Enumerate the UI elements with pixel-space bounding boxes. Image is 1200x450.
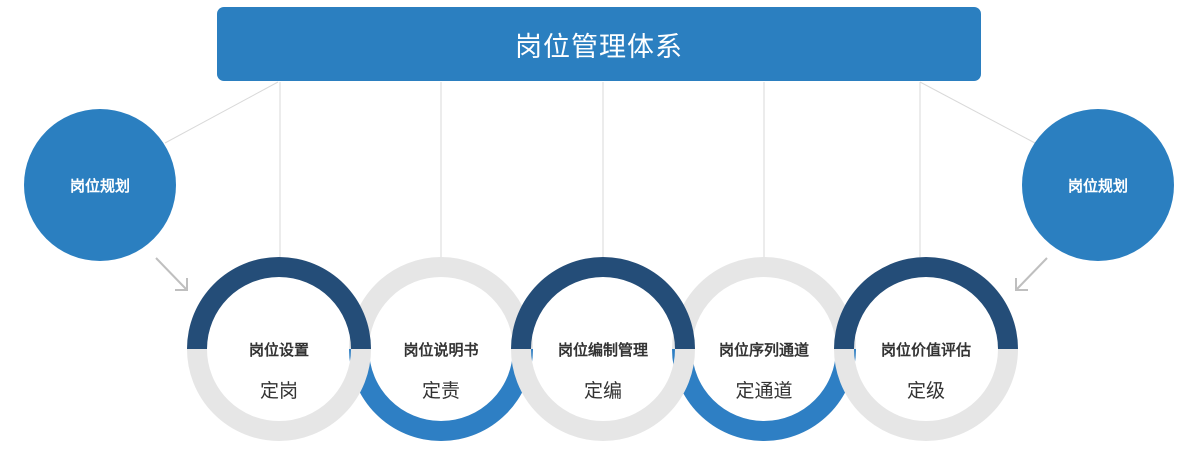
stage-3-subtitle: 定编 xyxy=(583,380,622,402)
stage-2-subtitle: 定责 xyxy=(421,380,460,402)
side-circle-right-label: 岗位规划 xyxy=(1067,176,1128,195)
stage-1-subtitle: 定岗 xyxy=(259,380,298,402)
header-title-bar: 岗位管理体系 xyxy=(217,7,981,81)
side-circle-left: 岗位规划 xyxy=(24,109,176,261)
arrow-down-right-icon xyxy=(155,257,188,291)
stage-5-text: 岗位价值评估 定级 xyxy=(834,339,1018,403)
stage-4-text: 岗位序列通道 定通道 xyxy=(672,339,856,403)
stage-3-title: 岗位编制管理 xyxy=(557,341,648,359)
stage-5-subtitle: 定级 xyxy=(906,380,945,402)
stage-5-title: 岗位价值评估 xyxy=(880,341,971,359)
stage-4-subtitle: 定通道 xyxy=(735,380,793,402)
stage-2-text: 岗位说明书 定责 xyxy=(349,339,533,403)
arrow-down-left-icon xyxy=(1015,257,1048,291)
side-circle-right: 岗位规划 xyxy=(1022,109,1174,261)
side-circle-left-label: 岗位规划 xyxy=(69,176,130,195)
stage-1-text: 岗位设置 定岗 xyxy=(187,339,371,403)
stage-2-title: 岗位说明书 xyxy=(403,341,479,359)
header-title: 岗位管理体系 xyxy=(515,31,683,63)
stage-3-text: 岗位编制管理 定编 xyxy=(511,339,695,403)
stage-1-title: 岗位设置 xyxy=(248,341,309,359)
stage-4-title: 岗位序列通道 xyxy=(718,341,809,359)
connector-line-right-circle xyxy=(919,81,1036,144)
connector-line-left-circle xyxy=(164,81,279,144)
